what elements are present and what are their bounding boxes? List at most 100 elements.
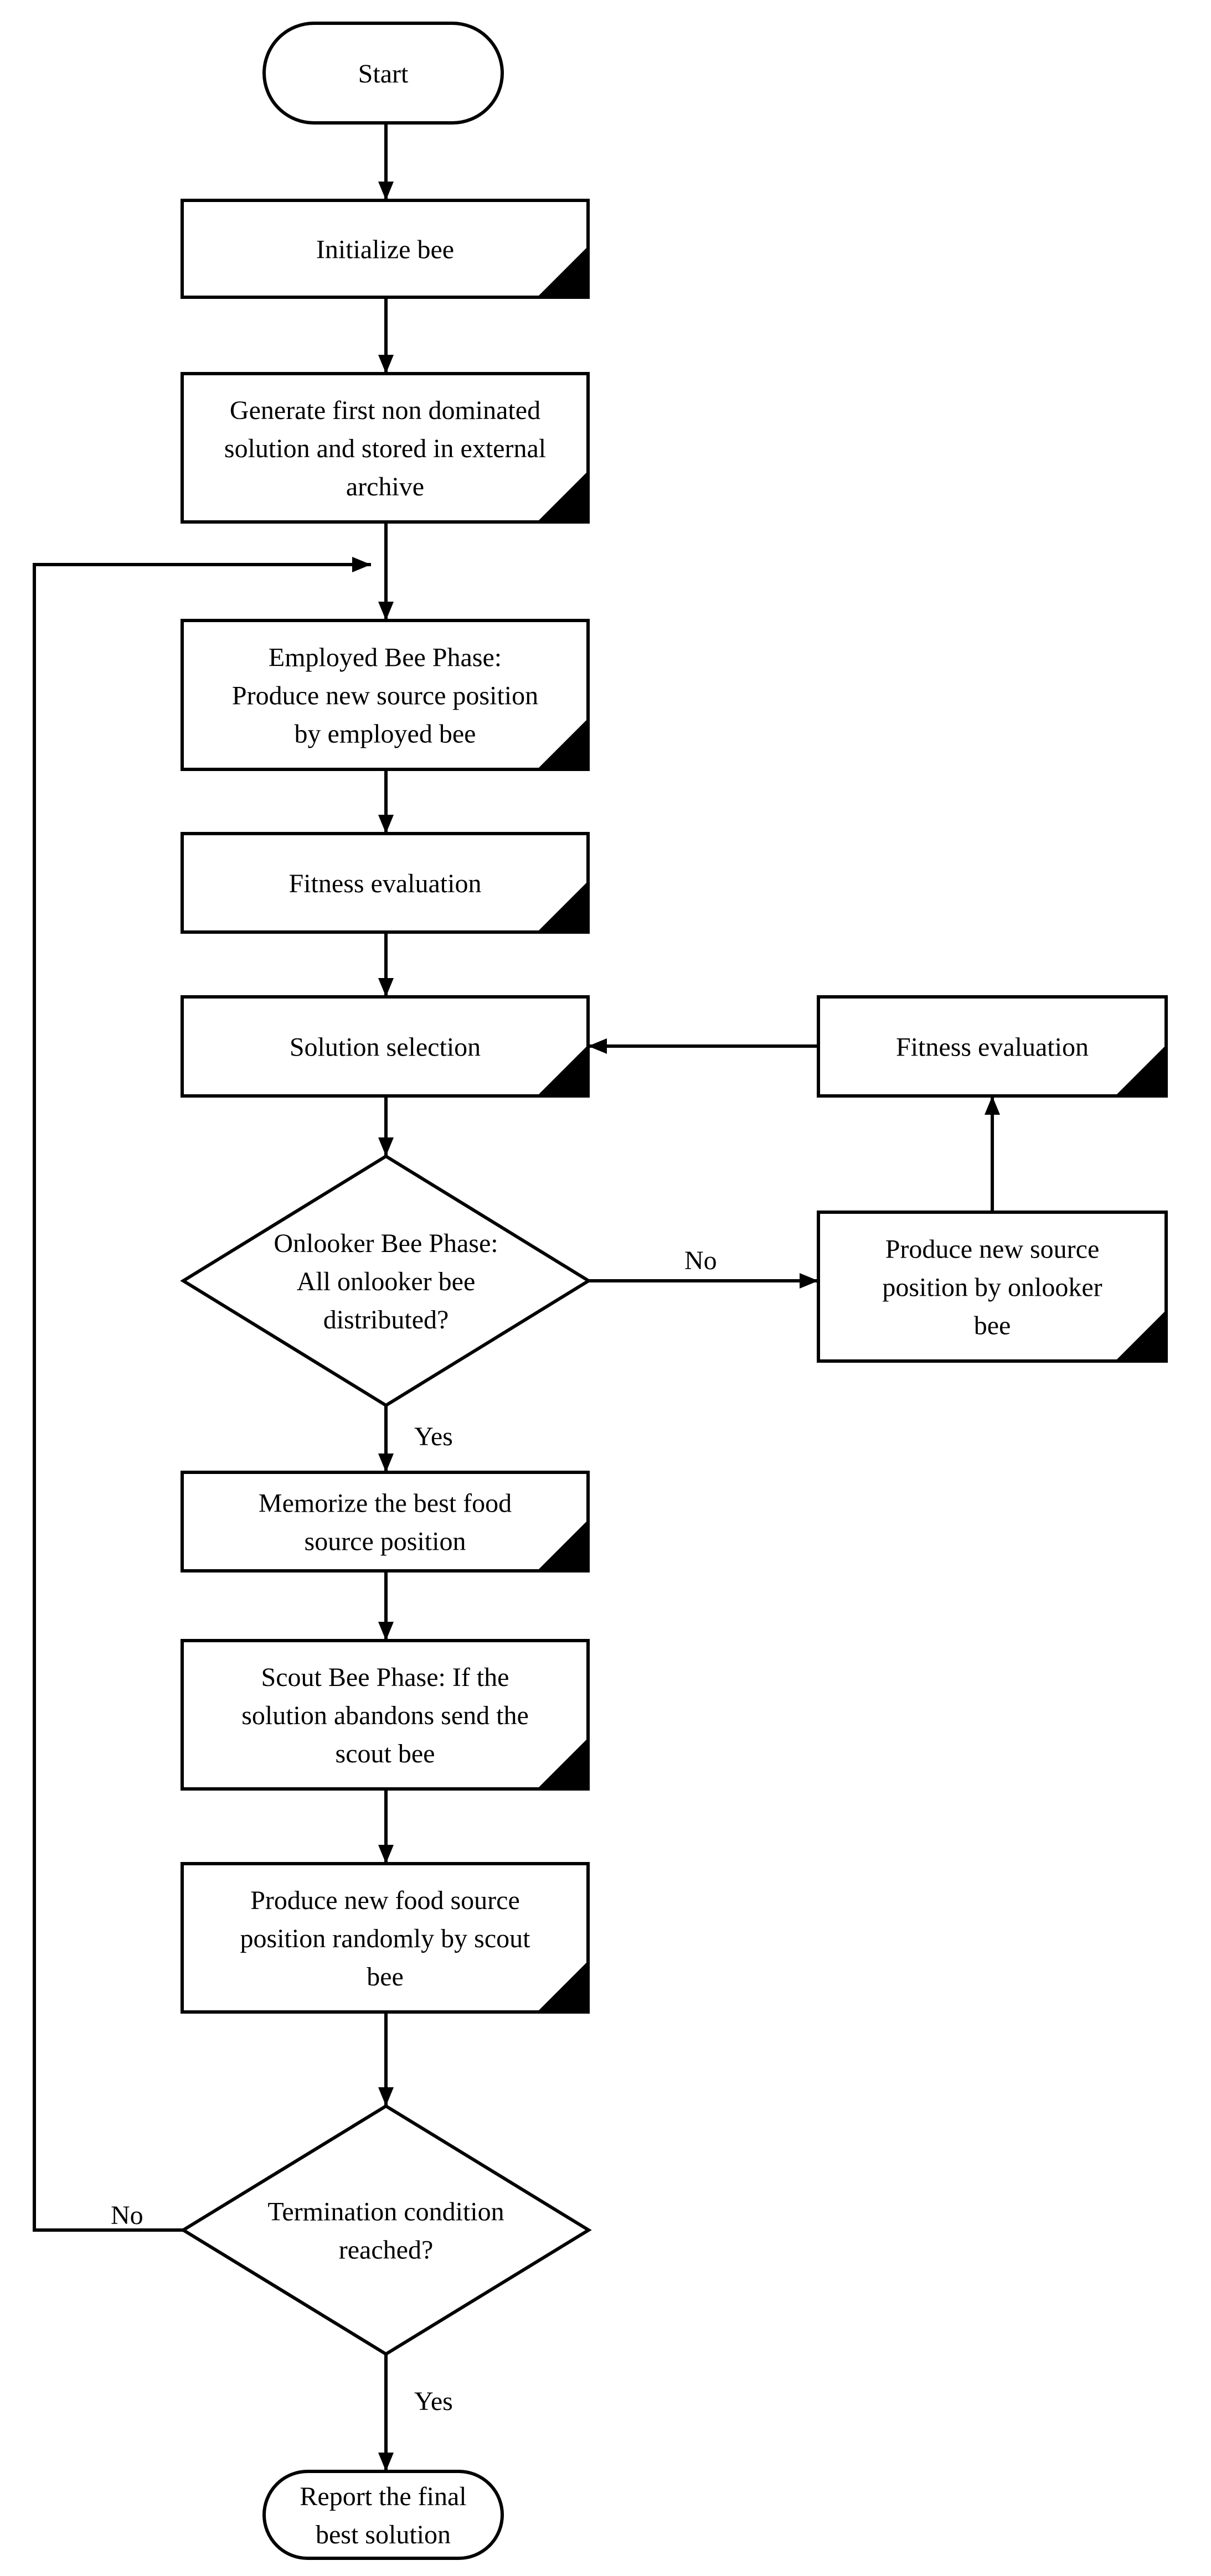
arrowhead [378, 355, 394, 374]
produce-onlooker-node: Produce new source position by onlooker be… [817, 1211, 1168, 1363]
init-text-line: Initialize bee [316, 235, 454, 264]
fitness-main-corner-marker [537, 881, 588, 932]
onlooker-no-label: No [684, 1246, 717, 1275]
connector-arrow-2 [378, 522, 394, 620]
arrowhead [378, 978, 394, 997]
connector-arrow-4 [378, 932, 394, 997]
selection-text-line: Solution selection [290, 1032, 481, 1062]
connector-arrow-10 [378, 1571, 394, 1641]
connector-arrow-11 [378, 1789, 394, 1864]
produce-scout-corner-marker [537, 1961, 588, 2012]
connector-arrow-8 [588, 1038, 818, 1054]
produce-scout-text-line: Produce new food source [250, 1886, 520, 1915]
termination-decision-decision-diamond [180, 2104, 592, 2356]
connector-arrow-0 [378, 123, 394, 200]
selection-corner-marker [537, 1045, 588, 1096]
memorize-node: Memorize the best food source position [181, 1471, 590, 1573]
termination-no-label: No [111, 2201, 143, 2230]
onlooker-yes-label: Yes [414, 1422, 453, 1451]
employed-text-line: Produce new source position [232, 681, 538, 710]
connector-arrow-9 [378, 1405, 394, 1472]
start-node: Start [262, 22, 504, 125]
generate-node: Generate first non dominated solution and… [181, 372, 590, 524]
arrowhead [378, 1622, 394, 1641]
generate-text-line: solution and stored in external [224, 434, 546, 463]
onlooker-decision-decision-diamond [180, 1154, 592, 1408]
report-node: Report the final best solution [262, 2470, 504, 2560]
scout-text-line: solution abandons send the [241, 1701, 529, 1730]
employed-text-line: Employed Bee Phase: [269, 643, 502, 672]
connector-arrow-6 [589, 1273, 818, 1289]
arrowhead [378, 182, 394, 200]
produce-scout-node: Produce new food source position randomly… [181, 1862, 590, 2014]
arrowhead [378, 815, 394, 834]
onlooker-decision-text-line: All onlooker bee [297, 1267, 476, 1296]
produce-onlooker-text-line: Produce new source [885, 1234, 1100, 1264]
termination-decision-text-line: reached? [339, 2235, 434, 2264]
employed-process-box [181, 619, 590, 771]
arrowhead [378, 602, 394, 620]
fitness-side-corner-marker [1115, 1045, 1166, 1096]
report-text-line: Report the final [300, 2482, 466, 2511]
produce-scout-text-line: bee [367, 1962, 404, 1992]
termination-decision-node: Termination condition reached? [180, 2104, 592, 2356]
arrowhead [378, 1845, 394, 1864]
scout-text-line: scout bee [336, 1739, 435, 1768]
produce-scout-text-line: position randomly by scout [240, 1924, 531, 1953]
connector-arrow-3 [378, 769, 394, 834]
arrowhead [352, 557, 371, 572]
selection-node: Solution selection [181, 995, 590, 1098]
memorize-process-box [181, 1471, 590, 1573]
fitness-main-node: Fitness evaluation [181, 832, 590, 934]
memorize-text-line: Memorize the best food [259, 1488, 512, 1518]
connector-line [33, 563, 371, 2232]
connector-arrow-14 [33, 557, 371, 2232]
generate-process-box [181, 372, 590, 524]
produce-onlooker-text-line: position by onlooker [882, 1273, 1102, 1302]
employed-node: Employed Bee Phase: Produce new source po… [181, 619, 590, 771]
onlooker-decision-text-line: Onlooker Bee Phase: [274, 1229, 498, 1258]
produce-onlooker-process-box [817, 1211, 1168, 1363]
init-corner-marker [537, 246, 588, 297]
scout-process-box [181, 1639, 590, 1791]
fitness-side-text-line: Fitness evaluation [896, 1032, 1089, 1062]
produce-onlooker-text-line: bee [974, 1311, 1011, 1340]
fitness-main-process-box [181, 832, 590, 934]
start-text-line: Start [358, 59, 409, 89]
connector-arrow-1 [378, 297, 394, 374]
arrowhead [378, 2453, 394, 2471]
employed-corner-marker [537, 718, 588, 769]
fitness-side-node: Fitness evaluation [817, 995, 1168, 1098]
scout-text-line: Scout Bee Phase: If the [261, 1663, 509, 1692]
produce-onlooker-corner-marker [1115, 1310, 1166, 1361]
connector-arrow-13 [378, 2354, 394, 2471]
arrowhead [378, 2087, 394, 2106]
arrowhead [985, 1096, 1000, 1115]
termination-decision-text-line: Termination condition [267, 2197, 504, 2226]
flowchart-connectors [33, 123, 1000, 2471]
scout-node: Scout Bee Phase: If the solution abandons… [181, 1639, 590, 1791]
employed-text-line: by employed bee [295, 719, 476, 748]
generate-corner-marker [537, 471, 588, 522]
arrowhead [588, 1038, 607, 1054]
memorize-corner-marker [537, 1520, 588, 1571]
selection-process-box [181, 995, 590, 1098]
init-node: Initialize bee [181, 199, 590, 299]
onlooker-decision-text-line: distributed? [323, 1305, 449, 1334]
arrowhead [378, 1137, 394, 1156]
report-text-line: best solution [316, 2520, 451, 2549]
connector-arrow-5 [378, 1096, 394, 1156]
arrowhead [378, 1453, 394, 1472]
connector-arrow-12 [378, 2012, 394, 2106]
produce-scout-process-box [181, 1862, 590, 2014]
arrowhead [800, 1273, 818, 1289]
memorize-text-line: source position [305, 1527, 466, 1556]
scout-corner-marker [537, 1738, 588, 1789]
start-terminal-shape [262, 22, 504, 125]
generate-text-line: Generate first non dominated [230, 396, 540, 425]
report-terminal-shape [262, 2470, 504, 2560]
onlooker-decision-node: Onlooker Bee Phase: All onlooker bee distr… [180, 1154, 592, 1408]
